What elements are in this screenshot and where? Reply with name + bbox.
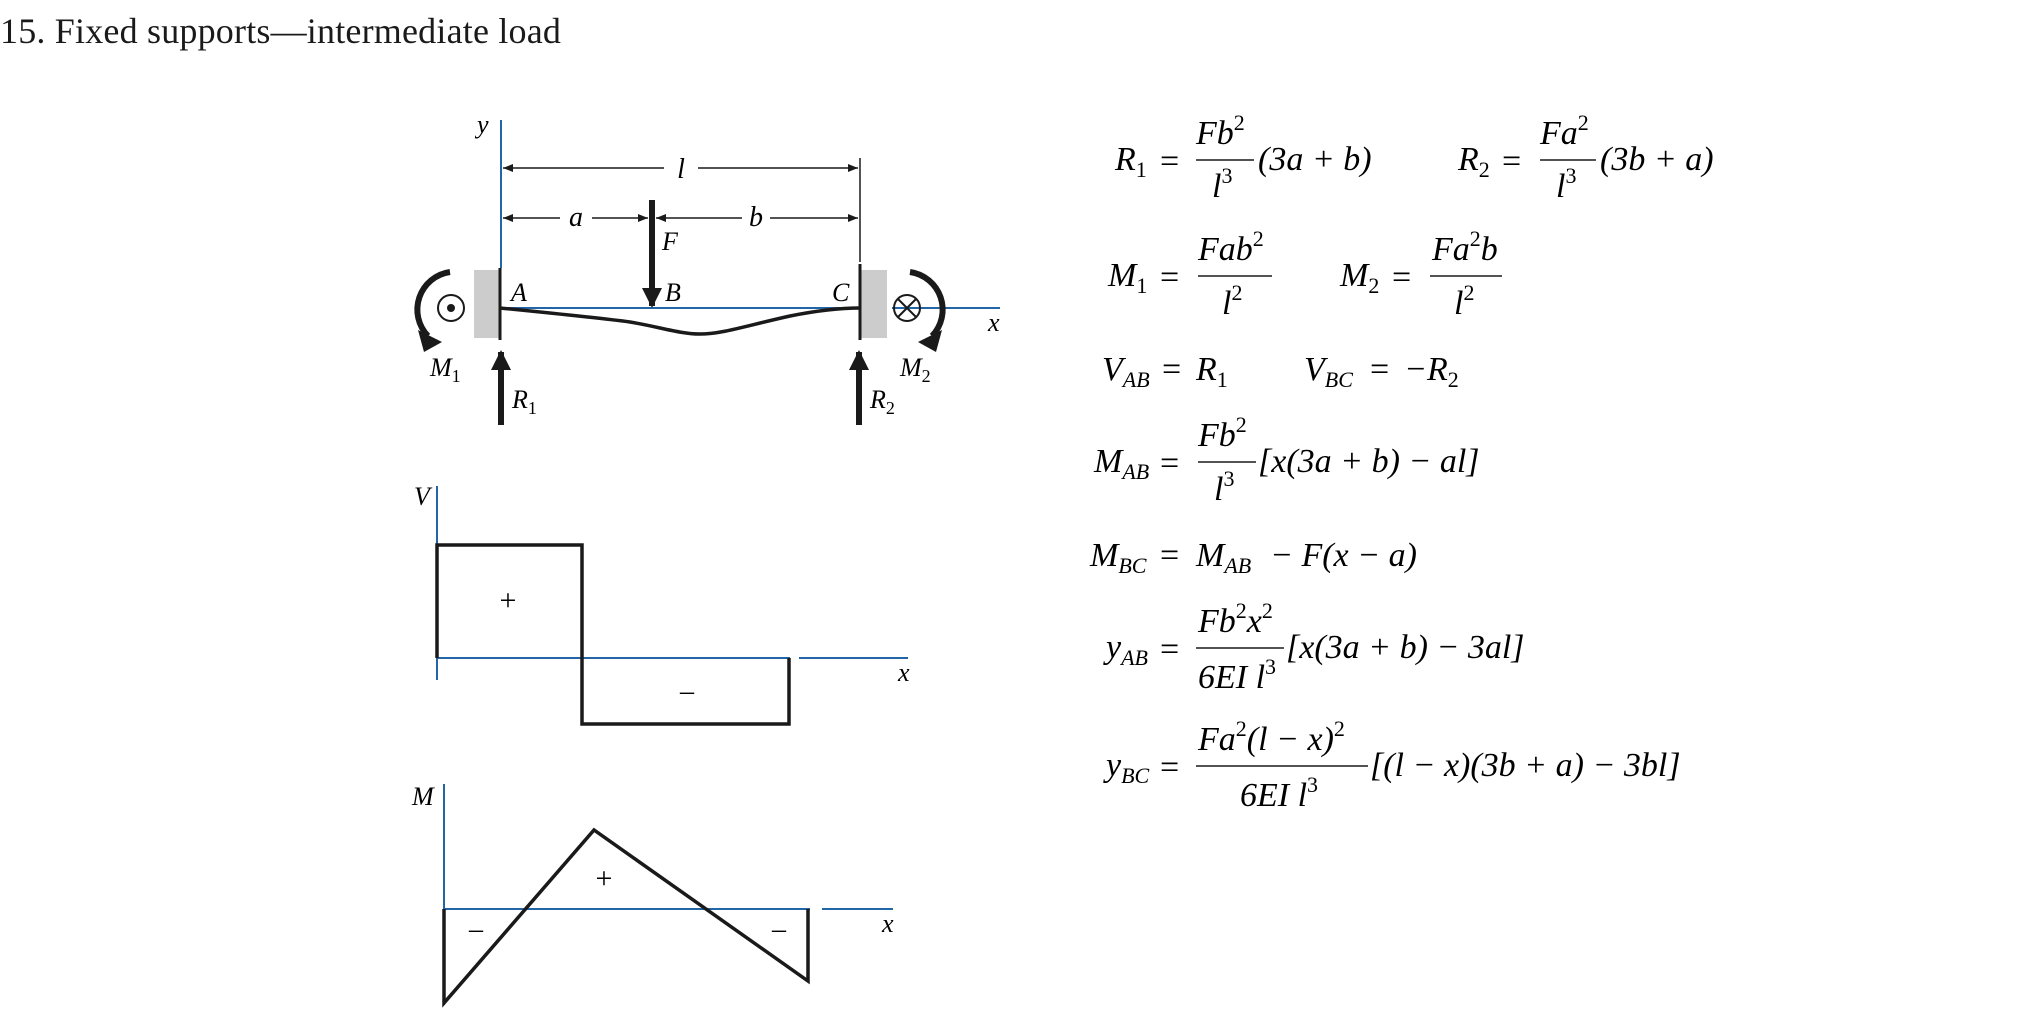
formula-r1-lhs: R1 <box>1114 141 1147 182</box>
moment-x-axis-label: x <box>881 909 894 938</box>
formula-mbc: MBC = MAB − F(x − a) <box>1089 537 1417 578</box>
dimension-a-label: a <box>569 202 583 233</box>
moment-positive-sign: + <box>596 862 613 895</box>
formula-m1-lhs: M1 <box>1107 257 1147 298</box>
formula-m1-numerator: Fab2 <box>1197 226 1264 268</box>
left-moment-arrowhead <box>418 330 442 352</box>
formula-ybc: yBC = Fa2(l − x)2 6EI l3 [(l − x)(3b + a… <box>1103 716 1681 814</box>
deflected-beam-curve <box>499 306 861 336</box>
right-fixed-support <box>861 270 887 338</box>
moment-diagram-outline <box>442 827 810 1008</box>
right-moment-arrowhead <box>918 330 942 352</box>
page-title: 15. Fixed supports—intermediate load <box>0 11 562 51</box>
formula-r1-numerator: Fb2 <box>1195 110 1245 152</box>
formula-mbc-lhs: MBC <box>1089 537 1147 578</box>
formula-yab-tail: [x(3a + b) − 3al] <box>1286 629 1525 666</box>
left-fixed-support <box>474 270 500 338</box>
formula-mab-lhs: MAB <box>1093 443 1149 484</box>
moment-diagram: M x + – – <box>411 782 894 1008</box>
formula-mbc-equals: = <box>1160 537 1179 574</box>
formula-m1: M1 = Fab2 l2 <box>1107 226 1272 322</box>
formula-yab-numerator: Fb2x2 <box>1197 598 1273 640</box>
formula-vab: VAB = R1 <box>1102 351 1228 392</box>
shear-v-axis-label: V <box>414 482 433 511</box>
dimension-b-label: b <box>749 202 763 233</box>
left-moment-symbol <box>414 269 465 352</box>
formula-mab: MAB = Fb2 l3 [x(3a + b) − al] <box>1093 412 1480 508</box>
reaction-r1-label: R1 <box>511 385 537 418</box>
formula-vab-lhs: VAB <box>1102 351 1150 392</box>
formula-r2-numerator: Fa2 <box>1539 110 1589 152</box>
formula-r1-equals: = <box>1160 143 1179 180</box>
moment-negative-sign-right: – <box>771 914 787 945</box>
formula-m2-lhs: M2 <box>1339 257 1379 298</box>
formula-list: R1 = Fb2 l3 (3a + b) R2 = Fa2 l3 (3b + a… <box>1089 110 1714 814</box>
formula-ybc-numerator: Fa2(l − x)2 <box>1197 716 1345 758</box>
point-a-label: A <box>509 278 527 307</box>
out-of-plane-dot <box>447 304 455 312</box>
formula-vbc-rhs: −R2 <box>1404 351 1459 392</box>
formula-vbc: VBC = −R2 <box>1304 351 1459 392</box>
formula-ybc-lhs: yBC <box>1103 747 1150 788</box>
formula-yab-lhs: yAB <box>1103 629 1148 670</box>
moment-m-axis-label: M <box>411 782 435 811</box>
beam-y-axis-label: y <box>474 110 489 139</box>
point-b-label: B <box>665 278 681 307</box>
formula-vab-rhs: R1 <box>1195 351 1228 392</box>
left-moment-arc <box>414 269 451 339</box>
reaction-r2-label: R2 <box>869 385 895 418</box>
point-c-label: C <box>832 278 850 307</box>
formula-mab-equals: = <box>1160 445 1179 482</box>
formula-mbc-tail: − F(x − a) <box>1270 537 1417 574</box>
formula-vbc-equals: = <box>1370 351 1389 388</box>
formula-yab-equals: = <box>1160 631 1179 668</box>
formula-vbc-lhs: VBC <box>1304 351 1353 392</box>
right-moment-arc <box>909 269 946 339</box>
formula-yab: yAB = Fb2x2 6EI l3 [x(3a + b) − 3al] <box>1103 598 1525 696</box>
moment-negative-sign-left: – <box>468 914 484 945</box>
shear-positive-sign: + <box>500 584 517 617</box>
formula-r2-denominator: l3 <box>1556 163 1576 205</box>
formula-m1-denominator: l2 <box>1222 280 1242 322</box>
shear-diagram: V x + – <box>414 482 910 726</box>
beam-diagram: y x l a b F A B C <box>414 110 1000 425</box>
formula-mbc-rhs: MAB <box>1195 537 1251 578</box>
moment-m2-label: M2 <box>899 353 931 386</box>
shear-negative-sign: – <box>679 676 695 707</box>
formula-r1-denominator: l3 <box>1212 163 1232 205</box>
formula-m2: M2 = Fa2b l2 <box>1339 226 1502 322</box>
right-moment-symbol <box>893 269 946 352</box>
into-plane-icon <box>893 294 921 322</box>
formula-mab-tail: [x(3a + b) − al] <box>1258 443 1480 480</box>
out-of-plane-icon <box>437 294 465 322</box>
shear-x-axis-label: x <box>897 658 910 687</box>
formula-r1-tail: (3a + b) <box>1258 141 1372 178</box>
formula-r2-tail: (3b + a) <box>1600 141 1714 178</box>
formula-m1-equals: = <box>1160 259 1179 296</box>
into-plane-cross-b <box>897 298 917 318</box>
moment-m1-label: M1 <box>429 353 461 386</box>
formula-ybc-tail: [(l − x)(3b + a) − 3bl] <box>1370 747 1681 784</box>
formula-r2-equals: = <box>1502 143 1521 180</box>
shear-diagram-outline <box>435 543 791 726</box>
force-f-label: F <box>661 227 679 256</box>
formula-mab-numerator: Fb2 <box>1197 412 1247 454</box>
formula-vab-equals: = <box>1162 351 1181 388</box>
formula-r2-lhs: R2 <box>1457 141 1490 182</box>
formula-ybc-denominator: 6EI l3 <box>1240 772 1318 814</box>
formula-mab-denominator: l3 <box>1214 466 1234 508</box>
formula-r1: R1 = Fb2 l3 (3a + b) <box>1114 110 1372 205</box>
dimension-l-label: l <box>677 154 685 185</box>
formula-m2-denominator: l2 <box>1454 280 1474 322</box>
formula-m2-equals: = <box>1392 259 1411 296</box>
formula-r2: R2 = Fa2 l3 (3b + a) <box>1457 110 1714 205</box>
beam-x-axis-label: x <box>987 308 1000 337</box>
formula-m2-numerator: Fa2b <box>1431 226 1498 268</box>
formula-ybc-equals: = <box>1160 749 1179 786</box>
formula-yab-denominator: 6EI l3 <box>1198 654 1276 696</box>
